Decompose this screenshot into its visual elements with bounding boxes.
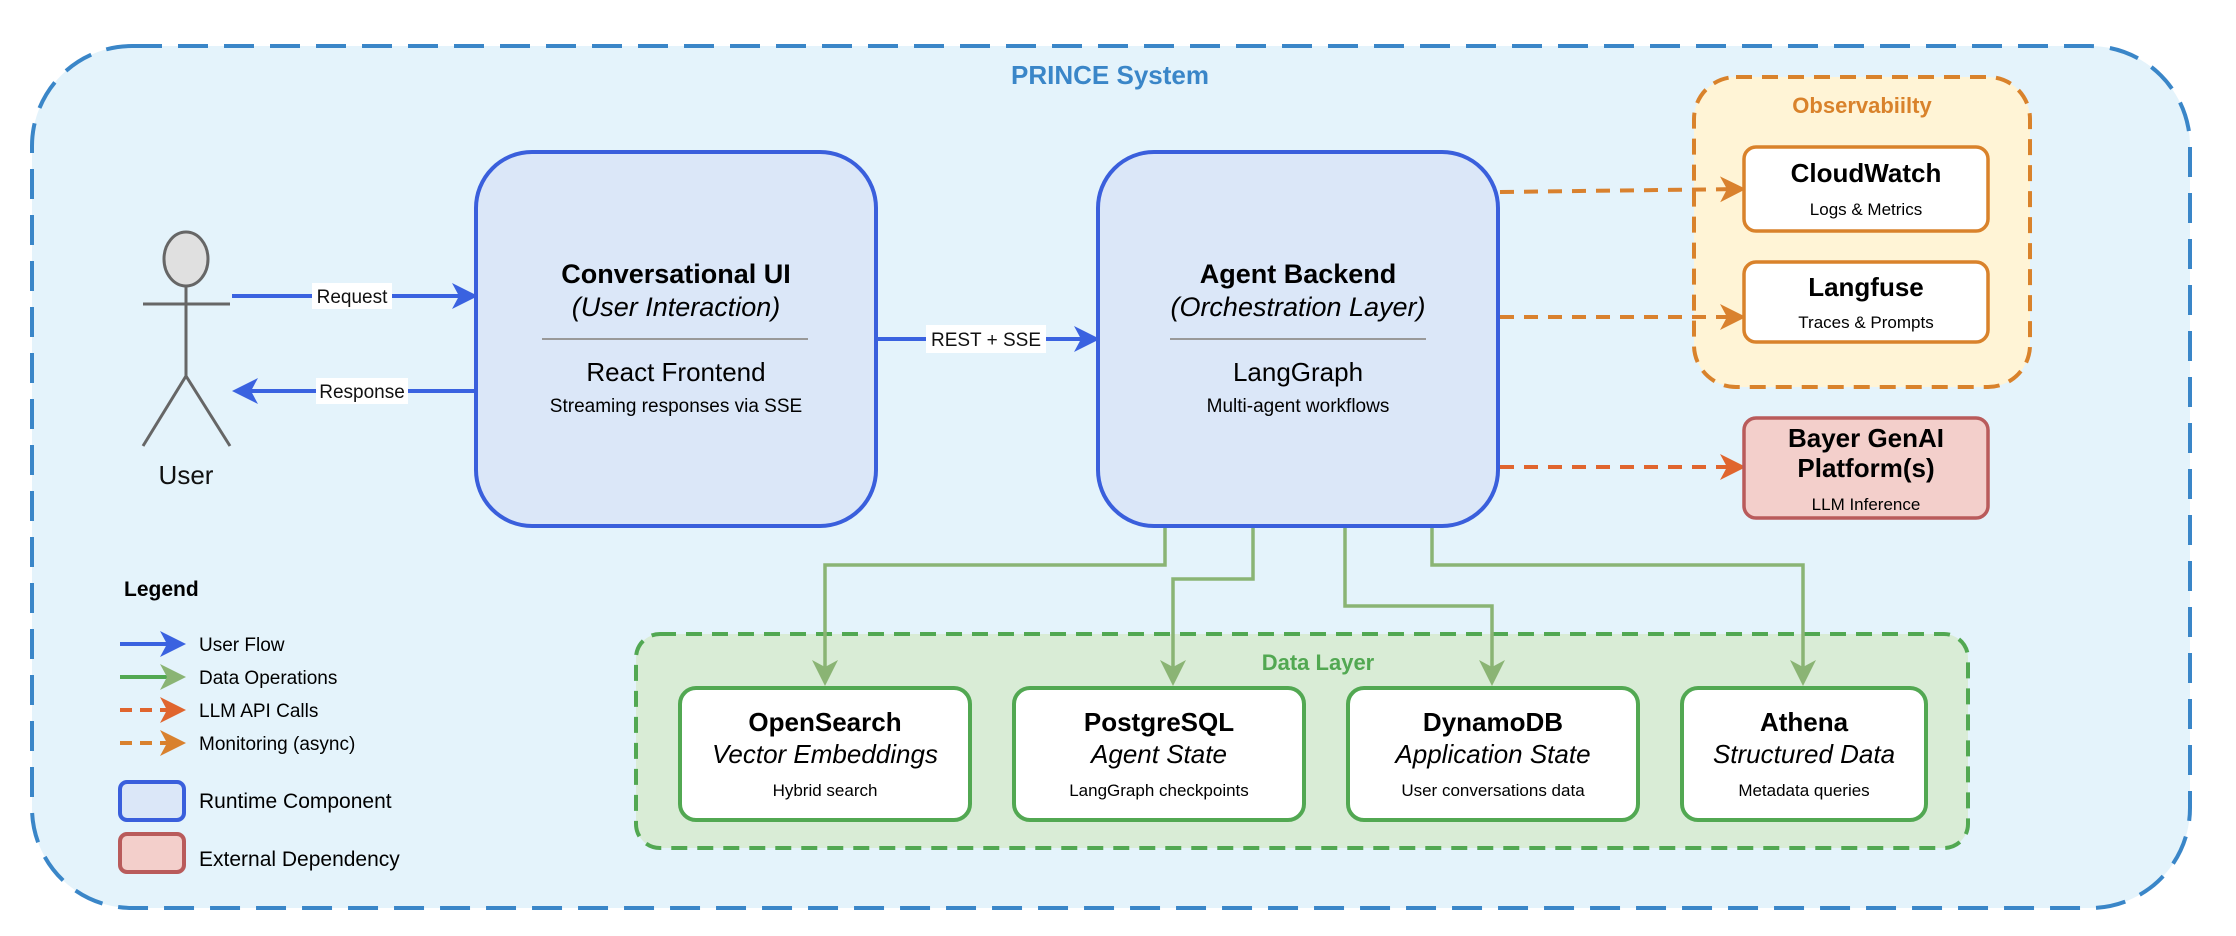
store-title: OpenSearch [748, 707, 901, 737]
data-store-opensearch: OpenSearch Vector Embeddings Hybrid sear… [678, 686, 972, 822]
legend-label-runtime: Runtime Component [199, 790, 392, 813]
store-title: DynamoDB [1423, 707, 1563, 737]
conversational-ui-subtitle: (User Interaction) [572, 292, 781, 322]
langfuse-title: Langfuse [1808, 272, 1924, 302]
monitoring-edge-cloudwatch [1499, 176, 1746, 203]
legend-title: Legend [124, 578, 199, 601]
data-edge-athena [1430, 526, 1816, 686]
legend-label-llm-calls: LLM API Calls [199, 701, 318, 722]
legend-swatch-external [118, 832, 186, 874]
store-detail: Hybrid search [773, 781, 878, 800]
conversational-ui-tech: React Frontend [586, 357, 765, 387]
data-edge-opensearch [812, 526, 1167, 686]
data-store-dynamodb: DynamoDB Application State User conversa… [1346, 686, 1640, 822]
agent-backend-tech: LangGraph [1233, 357, 1363, 387]
store-title: PostgreSQL [1084, 707, 1234, 737]
agent-backend-detail: Multi-agent workflows [1207, 396, 1390, 417]
genai-title-line2: Platform(s) [1797, 453, 1934, 483]
agent-backend-subtitle: (Orchestration Layer) [1170, 292, 1425, 322]
agent-backend-title: Agent Backend [1200, 259, 1397, 289]
genai-title-line1: Bayer GenAI [1788, 423, 1944, 453]
langfuse-detail: Traces & Prompts [1798, 313, 1933, 332]
cloudwatch-detail: Logs & Metrics [1810, 200, 1922, 219]
request-label: Request [317, 287, 388, 308]
store-detail: Metadata queries [1738, 781, 1869, 800]
store-subtitle: Agent State [1089, 739, 1227, 769]
store-title: Athena [1760, 707, 1849, 737]
legend-label-monitoring: Monitoring (async) [199, 734, 355, 755]
cloudwatch-box [1742, 145, 1990, 233]
data-edge-dynamodb [1343, 526, 1505, 686]
store-subtitle: Application State [1393, 739, 1590, 769]
langfuse-box [1742, 260, 1990, 344]
response-label: Response [319, 382, 405, 403]
conversational-ui-detail: Streaming responses via SSE [550, 396, 802, 417]
user-head [162, 230, 210, 288]
cloudwatch-title: CloudWatch [1791, 158, 1942, 188]
store-detail: User conversations data [1401, 781, 1585, 800]
system-label: PRINCE System [1011, 60, 1209, 90]
genai-box [1742, 416, 1990, 520]
data-edge-postgresql [1160, 526, 1255, 686]
data-store-athena: Athena Structured Data Metadata queries [1680, 686, 1928, 822]
legend-label-data-ops: Data Operations [199, 668, 337, 689]
store-subtitle: Structured Data [1713, 739, 1895, 769]
user-figure [141, 230, 232, 447]
data-store-postgresql: PostgreSQL Agent State LangGraph checkpo… [1012, 686, 1306, 822]
rest-sse-label: REST + SSE [931, 330, 1041, 351]
user-label: User [159, 460, 214, 490]
legend: Legend User Flow Data Operations LLM API… [118, 578, 400, 874]
legend-swatch-runtime [118, 780, 186, 822]
legend-label-user-flow: User Flow [199, 635, 285, 656]
data-layer-label: Data Layer [1262, 650, 1375, 675]
genai-detail: LLM Inference [1812, 495, 1921, 514]
conversational-ui-title: Conversational UI [561, 259, 791, 289]
store-detail: LangGraph checkpoints [1069, 781, 1249, 800]
store-subtitle: Vector Embeddings [712, 739, 938, 769]
observability-label: Observabiilty [1792, 93, 1932, 118]
legend-label-external: External Dependency [199, 848, 400, 871]
